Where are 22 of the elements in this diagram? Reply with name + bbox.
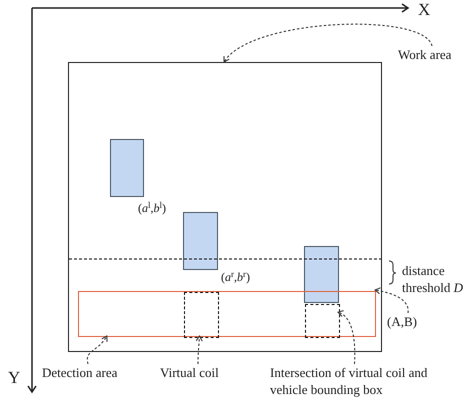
vehicle-bounding-box — [110, 139, 144, 197]
callout-text: Virtual coil — [160, 364, 240, 382]
callout-text: Intersection of virtual coil and vehicle bounding box — [270, 364, 446, 398]
virtual-coil-box — [184, 292, 219, 338]
vehicle-bounding-box — [304, 246, 339, 303]
coordinate-label: (a$^{l}$,b$^{l}$) — [138, 201, 166, 215]
leader-line — [86, 336, 108, 364]
axis-label: X — [418, 0, 432, 20]
axis-label: Y — [8, 368, 22, 388]
callout-text: Detection area — [42, 364, 142, 382]
callout-text: Work area — [398, 46, 466, 62]
leader-line — [338, 310, 356, 364]
leader-line — [196, 336, 203, 364]
work-area-box — [68, 62, 382, 352]
coordinate-label: (a$^{r}$,b$^{r}$) — [221, 270, 250, 284]
detection-area-box — [78, 291, 376, 337]
callout-text: (A,B) — [387, 313, 429, 331]
leader-line — [374, 287, 409, 314]
leader-line — [224, 24, 432, 62]
vehicle-bounding-box — [183, 212, 218, 270]
threshold-label: distance threshold D — [402, 262, 464, 296]
intersection-box — [305, 304, 340, 338]
